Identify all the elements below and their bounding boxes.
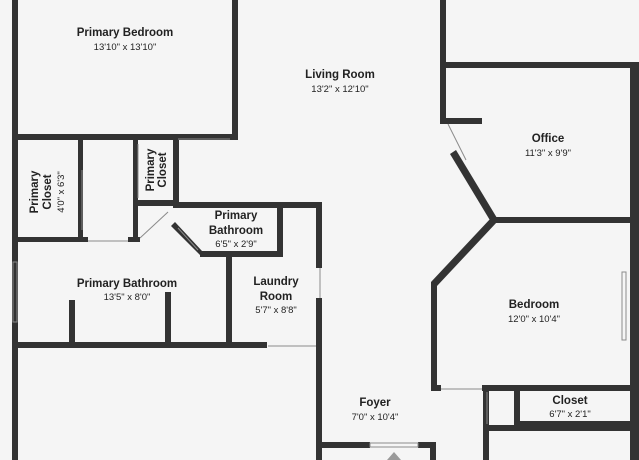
door-diagonal-2 [177,227,199,251]
wall-foyer-corner [430,442,436,460]
wall-outer-left [12,0,18,460]
wall-closet-bottom [515,421,639,427]
wall-closet-left [483,385,489,460]
wall-left-closet-right [78,134,83,242]
wall-small-bath-bottom [200,251,283,257]
room-name-closet: Closet [552,395,587,407]
wall-primary-bath-bottom [15,342,267,348]
front-door [369,442,419,448]
room-labels: Primary Bedroom 13'10" x 13'10" Living R… [29,27,591,423]
wall-left-closet-bottom [15,237,88,242]
room-name-primary-bathroom: Primary Bathroom [77,278,177,290]
room-name-office: Office [532,133,565,145]
wall-foyer-bottom-left [318,442,370,448]
wall-small-bath-top [173,202,322,208]
wall-bedroom-left [431,282,437,391]
room-name-laundry-line1: Laundry [253,276,299,288]
room-name-primary-bedroom: Primary Bedroom [77,27,174,39]
wall-office-diagonal [450,150,497,222]
wall-closet-divider [514,385,520,425]
wall-lower-room-top [489,425,639,431]
wall-small-closet-bottom [133,200,179,206]
room-dims-primary-bedroom: 13'10" x 13'10" [94,42,157,53]
room-name-small-closet-line2: Closet [157,152,169,187]
room-dims-left-closet: 4'0" x 6'3" [56,171,67,213]
wall-hall-segment [128,237,140,242]
window-left [12,261,18,323]
room-name-bedroom: Bedroom [509,299,559,311]
room-name-laundry-line2: Room [260,291,293,303]
room-dims-small-bath: 6'5" x 2'9" [215,239,257,250]
wall-outer-right [630,62,639,460]
room-dims-primary-bathroom: 13'5" x 8'0" [104,292,151,303]
wall-office-bottom [491,217,639,223]
walls [12,0,639,460]
room-dims-closet: 6'7" x 2'1" [549,409,591,420]
room-dims-living-room: 13'2" x 12'10" [311,84,368,95]
wall-office-left [440,66,446,124]
room-dims-office: 11'3" x 9'9" [525,148,571,159]
wall-bedroom-diagonal [431,218,497,286]
entry-arrow-icon [387,452,401,460]
wall-small-closet-left [133,134,138,239]
room-name-left-closet-line2: Closet [42,174,54,209]
room-name-foyer: Foyer [359,397,391,409]
wall-foyer-bottom-right [418,442,436,448]
wall-bath-partition-mid [165,292,171,346]
wall-laundry-right-lower [316,298,322,460]
wall-bath-partition-left [69,300,75,346]
room-dims-bedroom: 12'0" x 10'4" [508,314,560,325]
door-office [447,123,467,161]
wall-primary-bedroom-right [232,0,238,140]
wall-small-bath-right [277,202,283,257]
wall-primary-bedroom-bottom [15,134,237,140]
wall-top-right-bottom [440,62,639,68]
room-name-small-closet-line1: Primary [145,148,157,191]
wall-bedroom-bottom-right [482,385,639,391]
wall-laundry-right [316,202,322,268]
wall-small-closet-right [173,134,179,206]
doors-windows [12,123,627,460]
room-name-living-room: Living Room [305,69,375,81]
wall-small-bath-diagonal [171,222,202,257]
wall-top-right-left [440,0,446,66]
room-name-left-closet-line1: Primary [29,170,41,213]
door-diagonal-1 [139,211,169,239]
wall-office-notch [440,118,482,124]
room-name-small-bath-line2: Bathroom [209,225,263,237]
room-dims-laundry: 5'7" x 8'8" [255,305,297,316]
wall-bedroom-bottom-left [431,385,441,391]
room-name-small-bath-line1: Primary [215,210,258,222]
wall-laundry-left [226,251,232,345]
room-dims-foyer: 7'0" x 10'4" [352,412,399,423]
window-bedroom [621,271,627,341]
